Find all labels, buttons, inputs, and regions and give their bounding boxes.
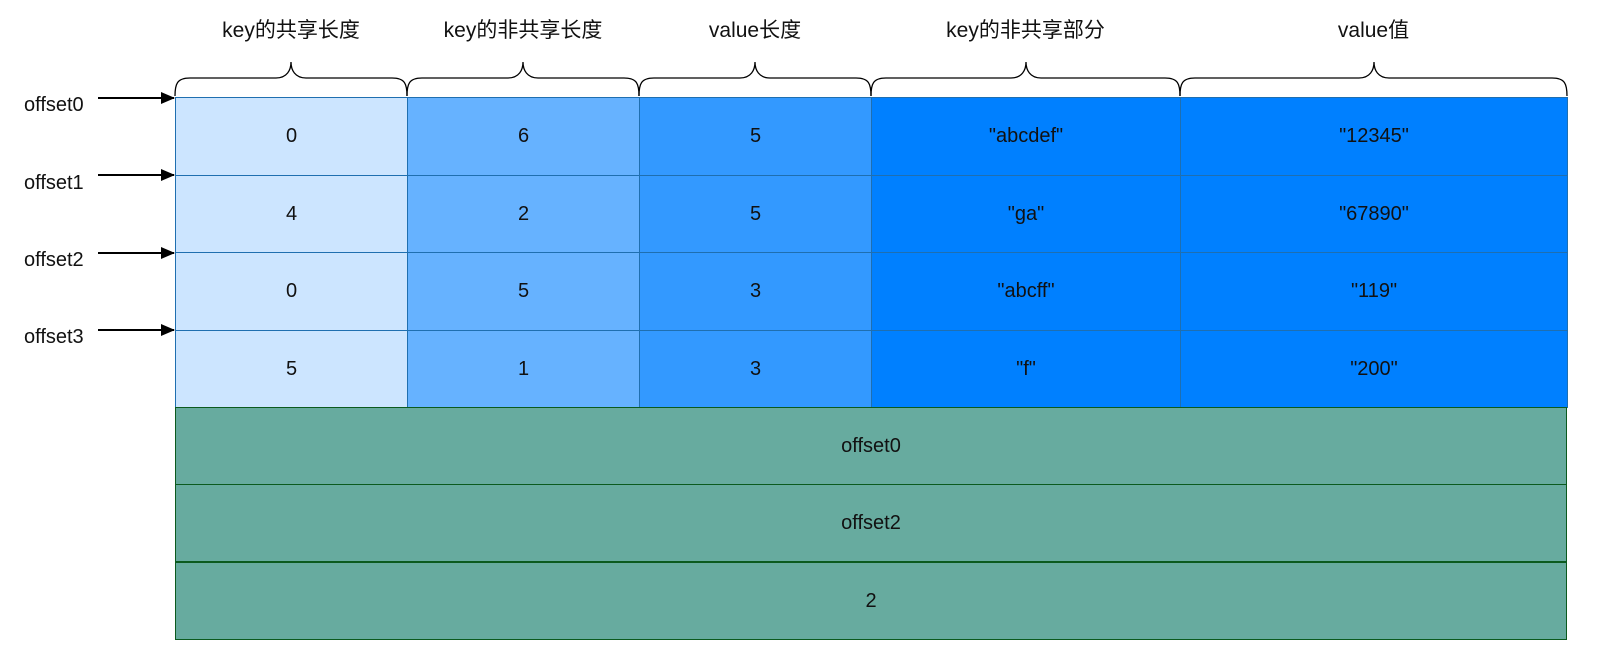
offset-label: offset1 <box>24 172 84 194</box>
header-key-unshared-part: key的非共享部分 <box>946 19 1105 42</box>
offset-label: offset0 <box>24 94 84 116</box>
entry-cell: 5 <box>639 175 872 253</box>
entry-cell: "abcdef" <box>871 97 1181 176</box>
entry-cell: 5 <box>175 330 408 408</box>
header-value-length: value长度 <box>708 19 802 42</box>
entry-cell: "abcff" <box>871 252 1181 331</box>
restart-count-cell: 2 <box>175 562 1567 640</box>
entry-cell: "119" <box>1180 252 1568 331</box>
offset-label: offset3 <box>24 326 84 348</box>
entry-cell: 5 <box>407 252 640 331</box>
offset-arrows <box>98 92 175 336</box>
header-value: value值 <box>1337 19 1410 42</box>
entry-cell: 3 <box>639 330 872 408</box>
entry-cell: 5 <box>639 97 872 176</box>
brace-col-4 <box>870 61 1181 97</box>
brace-col-5 <box>1179 61 1568 97</box>
entry-cell: "ga" <box>871 175 1181 253</box>
entry-cell: "200" <box>1180 330 1568 408</box>
restart-point-cell: offset0 <box>175 407 1567 485</box>
brace-col-3 <box>638 61 872 97</box>
restart-point-cell: offset2 <box>175 484 1567 562</box>
brace-col-1 <box>174 61 408 97</box>
entry-cell: 0 <box>175 97 408 176</box>
entry-cell: 4 <box>175 175 408 253</box>
entry-cell: 2 <box>407 175 640 253</box>
brace-col-2 <box>406 61 640 97</box>
header-braces <box>174 61 1568 97</box>
entry-cell: "67890" <box>1180 175 1568 253</box>
header-key-shared-length: key的共享长度 <box>222 19 360 42</box>
entry-cell: 1 <box>407 330 640 408</box>
header-key-unshared-length: key的非共享长度 <box>443 19 603 42</box>
entry-cell: "12345" <box>1180 97 1568 176</box>
entry-cell: 6 <box>407 97 640 176</box>
entry-cell: 0 <box>175 252 408 331</box>
entry-cell: "f" <box>871 330 1181 408</box>
entry-cell: 3 <box>639 252 872 331</box>
offset-label: offset2 <box>24 249 84 271</box>
